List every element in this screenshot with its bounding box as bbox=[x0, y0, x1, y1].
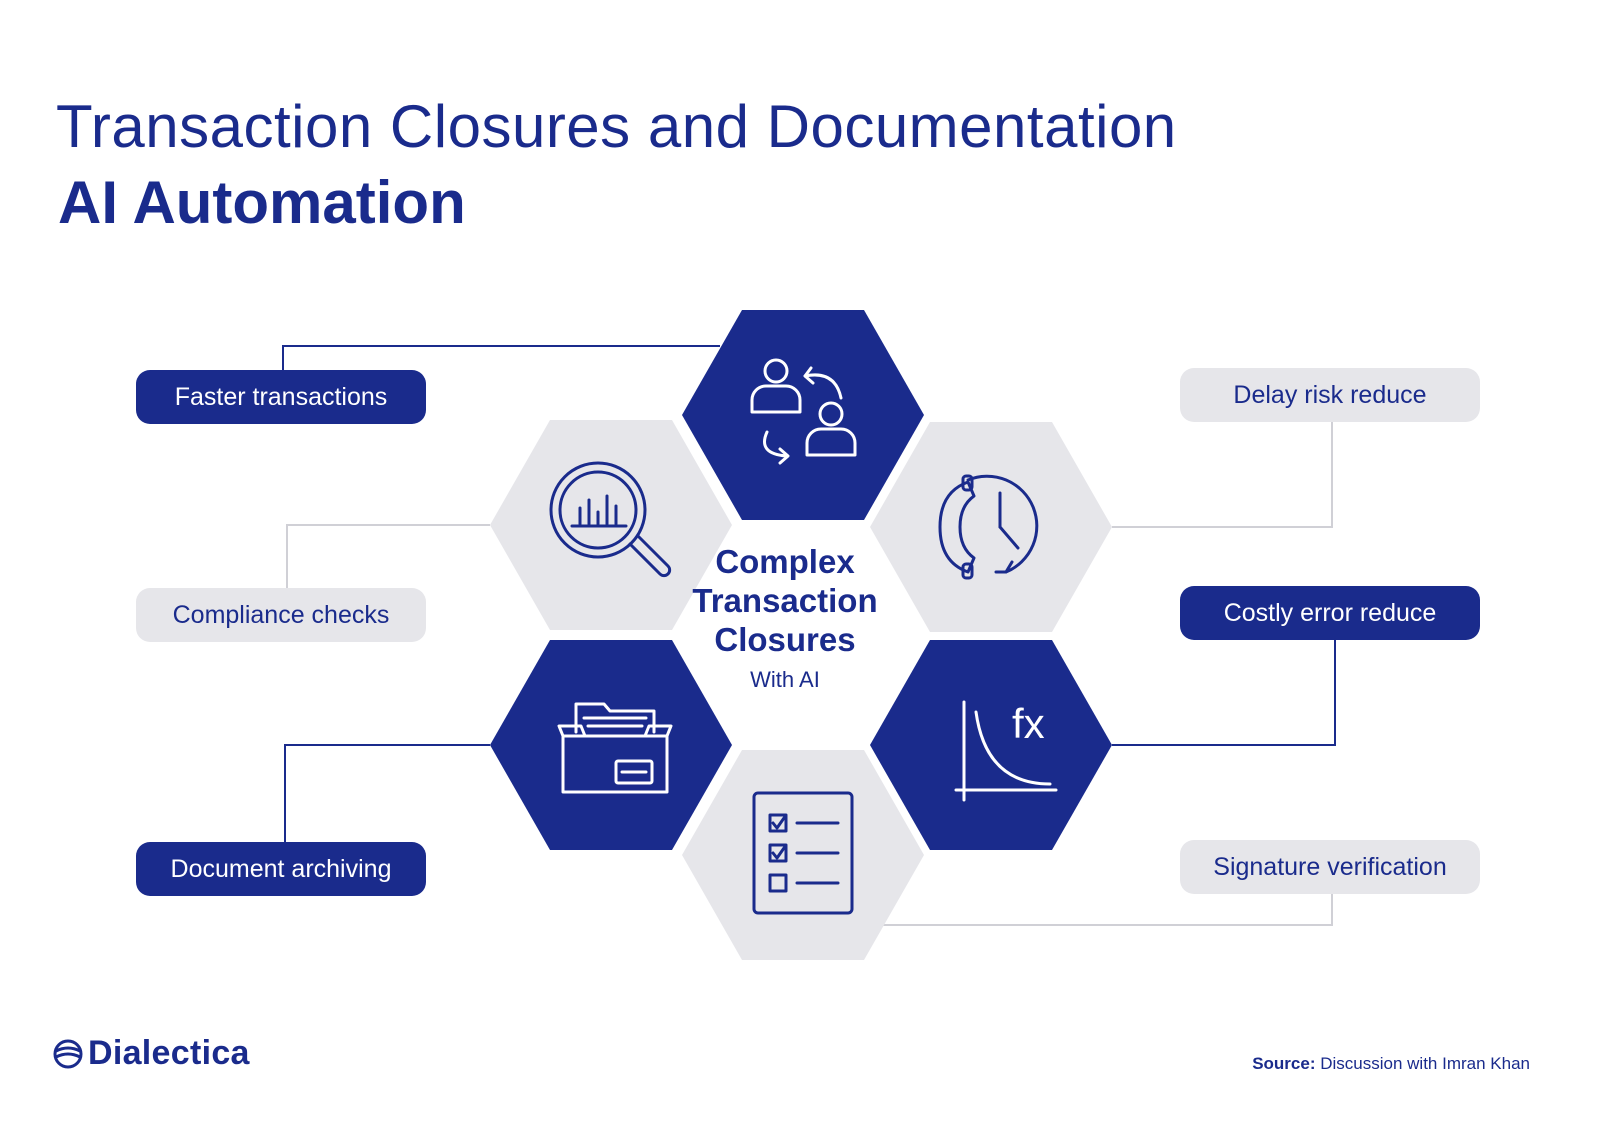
label-signature-verification: Signature verification bbox=[1180, 840, 1480, 894]
connector-faster-transactions bbox=[282, 345, 720, 370]
source-note: Source: Discussion with Imran Khan bbox=[1252, 1054, 1530, 1074]
label-costly-error-reduce: Costly error reduce bbox=[1180, 586, 1480, 640]
magnifier-chart-icon bbox=[549, 461, 672, 578]
function-graph-icon: fx bbox=[954, 700, 1058, 802]
folder-archive-icon bbox=[557, 702, 673, 794]
hex-phone-clock bbox=[870, 422, 1112, 632]
hex-function-graph bbox=[870, 640, 1112, 850]
label-faster-transactions: Faster transactions bbox=[136, 370, 426, 424]
connector-compliance-checks bbox=[286, 524, 490, 588]
center-title: Complex Transaction Closures bbox=[692, 543, 878, 658]
globe-logo-icon bbox=[53, 1039, 83, 1068]
brand-name: Dialectica bbox=[88, 1034, 250, 1072]
source-label: Source: bbox=[1252, 1054, 1316, 1073]
connector-document-archiving bbox=[284, 744, 490, 842]
page-title: Transaction Closures and Documentation bbox=[56, 93, 1177, 160]
checklist-icon bbox=[752, 791, 854, 915]
label-document-archiving: Document archiving bbox=[136, 842, 426, 896]
label-delay-risk-reduce: Delay risk reduce bbox=[1180, 368, 1480, 422]
phone-clock-icon bbox=[938, 474, 1039, 580]
people-exchange-icon bbox=[750, 358, 857, 465]
page-subtitle: AI Automation bbox=[58, 169, 466, 236]
center-label: Complex Transaction Closures With AI bbox=[660, 542, 910, 693]
label-compliance-checks: Compliance checks bbox=[136, 588, 426, 642]
hex-people-exchange bbox=[682, 310, 924, 520]
center-subtitle: With AI bbox=[750, 667, 820, 692]
hex-checklist bbox=[682, 750, 924, 960]
connector-costly-error bbox=[1112, 640, 1336, 746]
brand-logo: Dialectica bbox=[52, 1034, 250, 1073]
connector-delay-risk bbox=[1112, 422, 1333, 528]
fx-glyph: fx bbox=[1012, 700, 1045, 747]
source-text: Discussion with Imran Khan bbox=[1320, 1054, 1530, 1073]
hex-folder-archive bbox=[490, 640, 732, 850]
connector-signature-verification bbox=[880, 894, 1333, 926]
